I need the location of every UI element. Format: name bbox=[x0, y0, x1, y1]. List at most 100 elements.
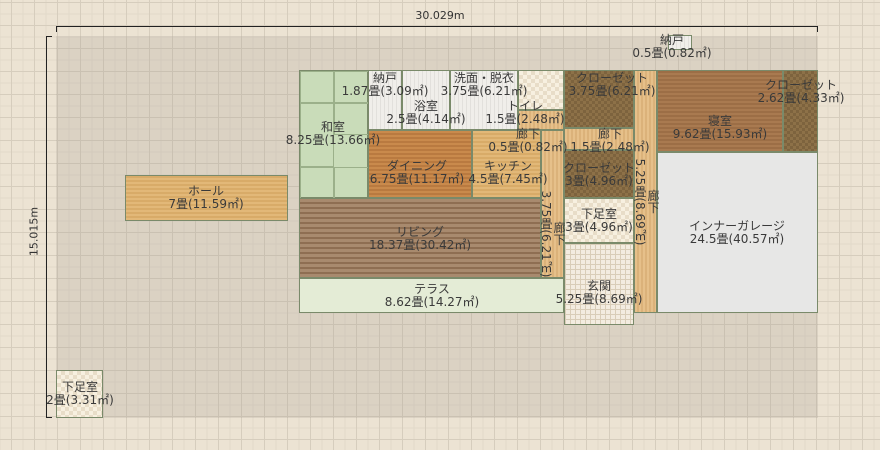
room-area: 5.25畳(8.69㎡) bbox=[633, 158, 647, 246]
room-dining[interactable] bbox=[368, 130, 472, 198]
room-area: 2畳(3.31㎡) bbox=[46, 393, 114, 407]
room-area: 1.5畳(2.48㎡) bbox=[570, 140, 650, 154]
room-name: 廊下 bbox=[552, 222, 566, 246]
room-name: クローゼット bbox=[764, 78, 837, 92]
room-rouka15[interactable] bbox=[564, 128, 634, 150]
tatami-mat bbox=[334, 167, 369, 199]
room-senmen[interactable] bbox=[450, 70, 518, 130]
room-name: キッチン bbox=[483, 159, 533, 173]
height-dimension-label: 15.015m bbox=[27, 206, 41, 257]
room-area: 0.5畳(0.82㎡) bbox=[632, 46, 712, 60]
room-bath[interactable] bbox=[402, 70, 450, 130]
room-kitchen[interactable] bbox=[472, 130, 541, 198]
room-name: 寝室 bbox=[707, 114, 732, 128]
room-genkan[interactable] bbox=[564, 243, 634, 325]
room-area: 9.62畳(15.93㎡) bbox=[672, 127, 768, 141]
room-name: 廊下 bbox=[646, 190, 660, 214]
room-nando1[interactable] bbox=[368, 70, 402, 130]
room-area: 5.25畳(8.69㎡) bbox=[555, 292, 643, 306]
height-dimension-line bbox=[46, 36, 52, 418]
tatami-mat bbox=[300, 167, 334, 199]
room-toilet[interactable] bbox=[518, 70, 564, 110]
room-name: 納戸 bbox=[659, 33, 685, 47]
room-area: 3畳(4.96㎡) bbox=[565, 174, 633, 188]
room-area: 3畳(4.96㎡) bbox=[565, 220, 633, 234]
room-name: クローゼット bbox=[562, 161, 636, 175]
width-dimension-label: 30.029m bbox=[415, 9, 465, 22]
room-closet262[interactable] bbox=[783, 70, 818, 152]
room-name: 廊下 bbox=[597, 127, 623, 141]
room-name: 浴室 bbox=[413, 99, 439, 113]
tatami-mat bbox=[300, 103, 334, 167]
room-name: ホール bbox=[187, 184, 225, 198]
room-nando05[interactable] bbox=[668, 35, 692, 50]
room-name: 下足室 bbox=[61, 380, 98, 394]
room-washitsu[interactable] bbox=[299, 70, 369, 199]
room-area: 18.37畳(30.42㎡) bbox=[368, 238, 472, 252]
width-dimension-line bbox=[56, 26, 818, 32]
room-area: 8.25畳(13.66㎡) bbox=[285, 133, 381, 147]
room-rouka05[interactable] bbox=[518, 110, 564, 130]
room-gesoku2[interactable] bbox=[56, 370, 103, 418]
room-name: 下足室 bbox=[580, 207, 617, 221]
room-area: 2.5畳(4.14㎡) bbox=[386, 112, 466, 126]
room-name: トイレ bbox=[506, 99, 544, 113]
room-closet375[interactable] bbox=[564, 70, 634, 128]
room-name: クローゼット bbox=[575, 71, 648, 85]
room-area: 4.5畳(7.45㎡) bbox=[468, 172, 548, 186]
room-area: 24.5畳(40.57㎡) bbox=[689, 232, 785, 246]
room-area: 7畳(11.59㎡) bbox=[168, 197, 244, 211]
room-name: 洗面・脱衣 bbox=[453, 71, 514, 85]
room-name: 納戸 bbox=[372, 71, 397, 85]
room-name: リビング bbox=[395, 225, 445, 239]
room-name: 和室 bbox=[320, 120, 345, 134]
room-area: 3.75畳(6.21㎡) bbox=[539, 190, 553, 278]
room-hall[interactable] bbox=[125, 175, 288, 221]
room-closet3[interactable] bbox=[564, 150, 634, 198]
room-name: インナーガレージ bbox=[689, 219, 785, 233]
room-gesoku3[interactable] bbox=[564, 198, 634, 243]
room-area: 6.75畳(11.17㎡) bbox=[369, 172, 465, 186]
room-area: 1.87畳(3.09㎡) bbox=[341, 84, 429, 98]
room-name: テラス bbox=[414, 282, 450, 296]
room-name: 廊下 bbox=[515, 127, 541, 141]
tatami-mat bbox=[300, 71, 334, 103]
room-rouka375[interactable] bbox=[541, 130, 564, 278]
room-area: 3.75畳(6.21㎡) bbox=[568, 84, 656, 98]
room-area: 1.5畳(2.48㎡) bbox=[485, 112, 565, 126]
room-living[interactable] bbox=[299, 198, 541, 278]
room-garage[interactable] bbox=[657, 152, 818, 313]
room-bedroom[interactable] bbox=[657, 70, 783, 152]
room-area: 0.5畳(0.82㎡) bbox=[488, 140, 568, 154]
room-area: 8.62畳(14.27㎡) bbox=[384, 295, 480, 309]
room-terrace[interactable] bbox=[299, 278, 564, 313]
room-name: 玄関 bbox=[586, 279, 611, 293]
room-rouka525[interactable] bbox=[634, 70, 657, 313]
room-name: ダイニング bbox=[386, 159, 447, 173]
room-area: 2.62畳(4.33㎡) bbox=[757, 91, 845, 105]
room-area: 3.75畳(6.21㎡) bbox=[440, 84, 528, 98]
